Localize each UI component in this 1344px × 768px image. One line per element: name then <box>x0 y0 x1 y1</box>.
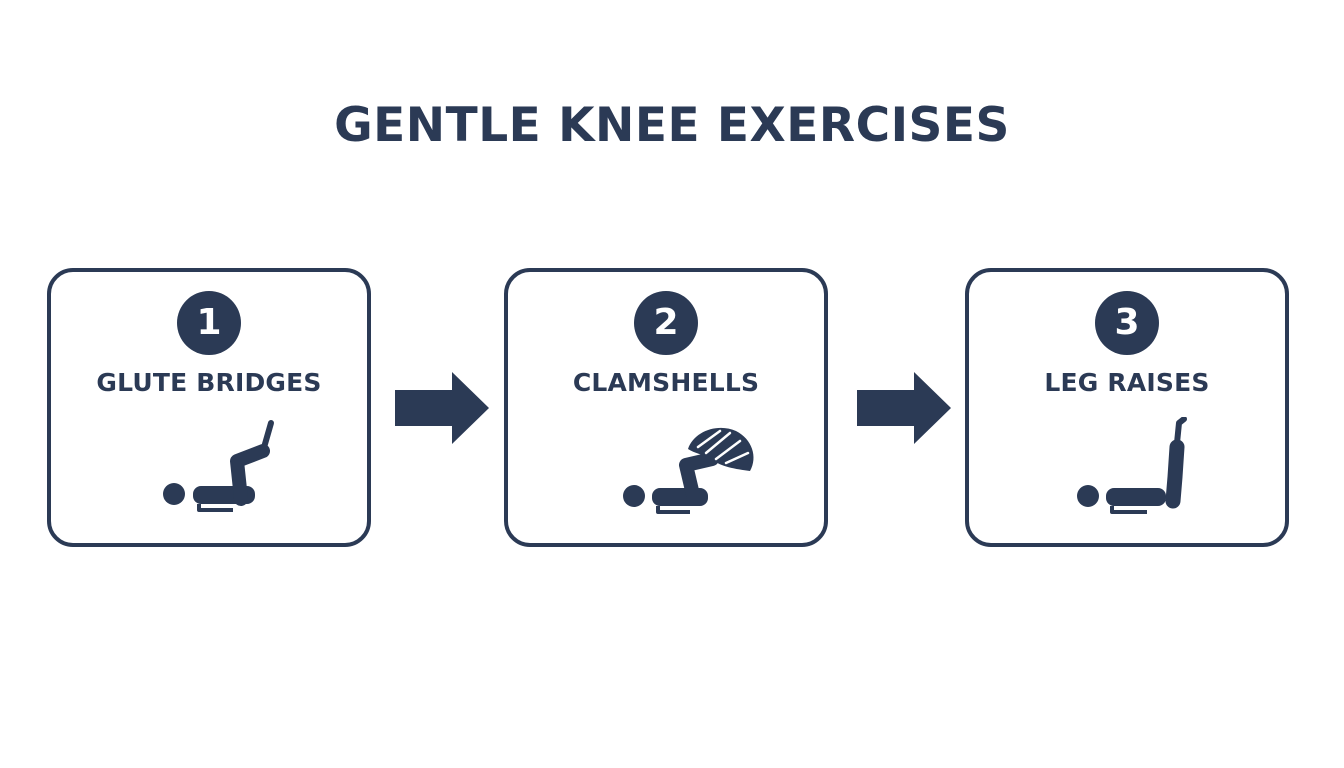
glute-bridge-figure-icon <box>163 420 274 512</box>
clamshell-figure-icon <box>623 427 754 514</box>
step-number-badge: 3 <box>1095 291 1159 355</box>
step-label: CLAMSHELLS <box>572 368 760 397</box>
leg-raise-figure-icon <box>1077 417 1187 514</box>
step-number-badge: 2 <box>634 291 698 355</box>
arrow-right-icon <box>857 372 951 444</box>
step-number-badge: 1 <box>177 291 241 355</box>
step-card-leg-raises: 3 LEG RAISES <box>965 268 1289 547</box>
arrow-right-icon <box>395 372 489 444</box>
step-label: GLUTE BRIDGES <box>96 368 322 397</box>
step-card-glute-bridges: 1 GLUTE BRIDGES <box>47 268 371 547</box>
page-title: GENTLE KNEE EXERCISES <box>334 98 1010 153</box>
step-card-clamshells: 2 CLAMSHELLS <box>504 268 828 547</box>
step-label: LEG RAISES <box>1044 368 1210 397</box>
